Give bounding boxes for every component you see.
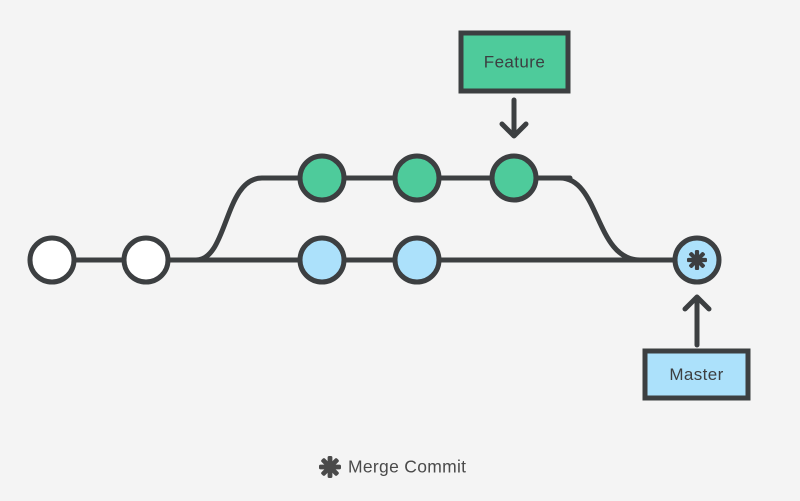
merge-in-curve bbox=[557, 175, 681, 263]
commit-node-3[interactable] bbox=[297, 235, 347, 285]
branch-out-curve bbox=[193, 175, 308, 263]
feature-commit-node-3[interactable] bbox=[489, 153, 539, 203]
commit-node-4[interactable] bbox=[392, 235, 442, 285]
legend-asterisk-icon bbox=[319, 456, 341, 478]
feature-label-text: Feature bbox=[484, 52, 545, 71]
legend: Merge Commit bbox=[319, 456, 466, 478]
legend-label: Merge Commit bbox=[348, 457, 466, 477]
commit-node-2[interactable] bbox=[121, 235, 171, 285]
feature-commit-node-1[interactable] bbox=[297, 153, 347, 203]
commit-node-1[interactable] bbox=[27, 235, 77, 285]
master-pointer-arrow-icon bbox=[682, 294, 712, 348]
feature-pointer-arrow-icon bbox=[499, 97, 529, 139]
master-label-box[interactable] bbox=[642, 348, 751, 401]
feature-label-box[interactable] bbox=[458, 30, 571, 94]
feature-commit-node-2[interactable] bbox=[392, 153, 442, 203]
master-label-text: Master bbox=[669, 365, 723, 384]
merge-commit-asterisk-icon bbox=[687, 250, 707, 270]
